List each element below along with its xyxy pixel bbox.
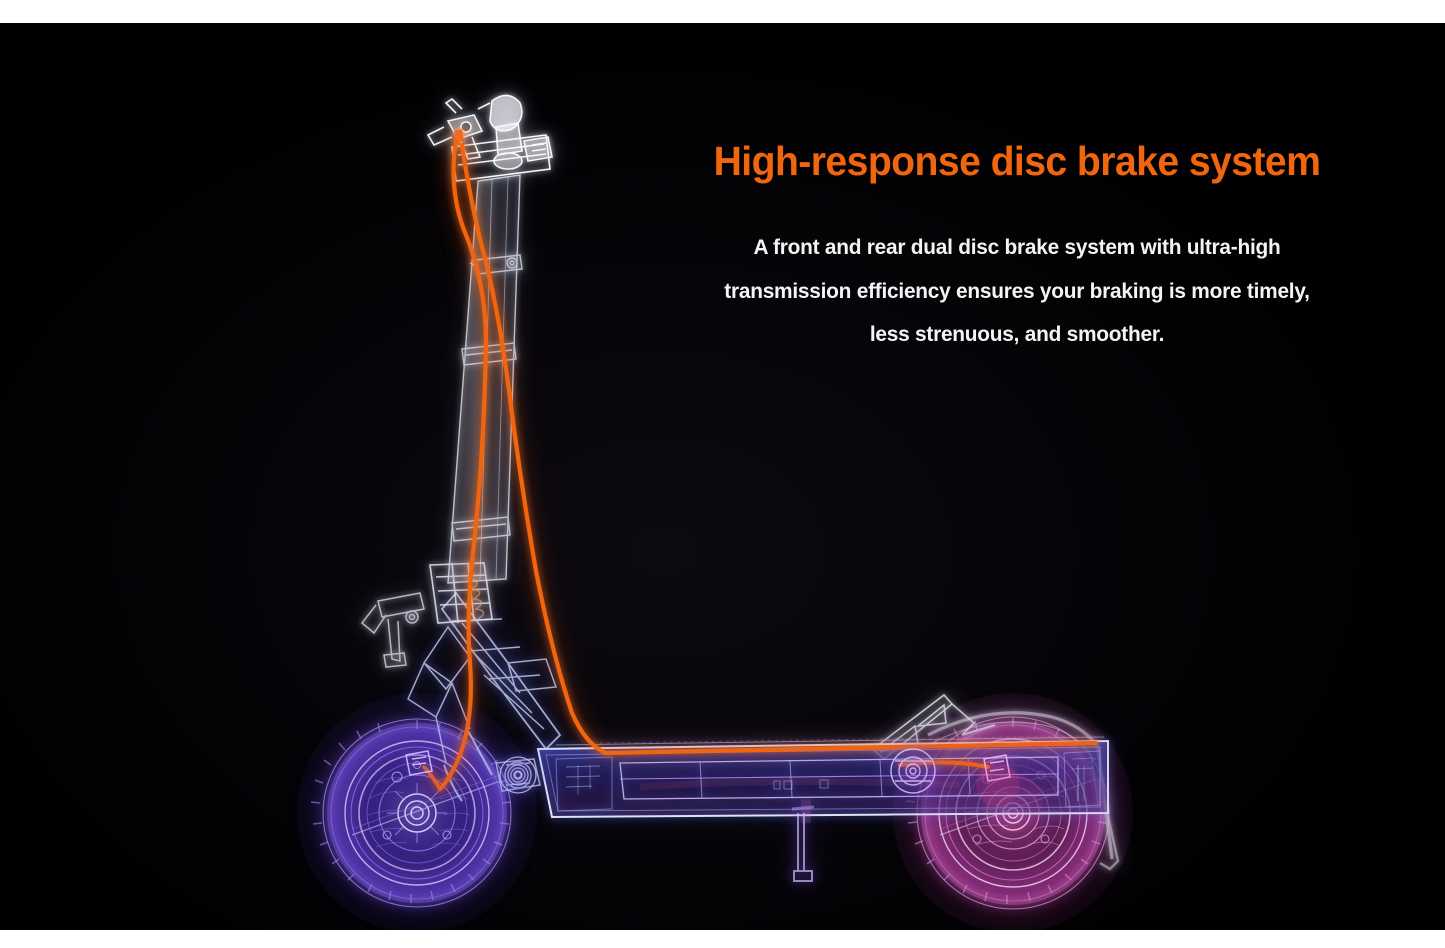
- front-axle-hub: [499, 756, 537, 794]
- page-title: High-response disc brake system: [713, 138, 1321, 184]
- copy-block: High-response disc brake system A front …: [652, 138, 1382, 347]
- page-top-margin: [0, 0, 1445, 23]
- front-caliper-cable: [422, 765, 442, 791]
- kickstand: [791, 805, 815, 882]
- folding-latch: [360, 592, 425, 668]
- scooter-xray-illustration: [0, 23, 1445, 930]
- front-brake-caliper: [405, 750, 433, 776]
- page-bottom-margin: [0, 930, 1445, 948]
- rear-brake-caliper: [983, 754, 1011, 782]
- hero-banner: High-response disc brake system A front …: [0, 23, 1445, 930]
- handlebar-cockpit: [426, 94, 553, 182]
- description-line-3: less strenuous, and smoother.: [869, 322, 1165, 347]
- rear-hub-motor: [890, 748, 936, 794]
- brake-cable-front: [437, 138, 489, 792]
- description-line-2: transmission efficiency ensures your bra…: [724, 278, 1310, 303]
- rear-caliper-cable: [898, 760, 990, 769]
- brake-cable-rear: [459, 142, 1099, 756]
- description-line-1: A front and rear dual disc brake system …: [753, 235, 1281, 260]
- deck-battery-pack: [536, 735, 1109, 819]
